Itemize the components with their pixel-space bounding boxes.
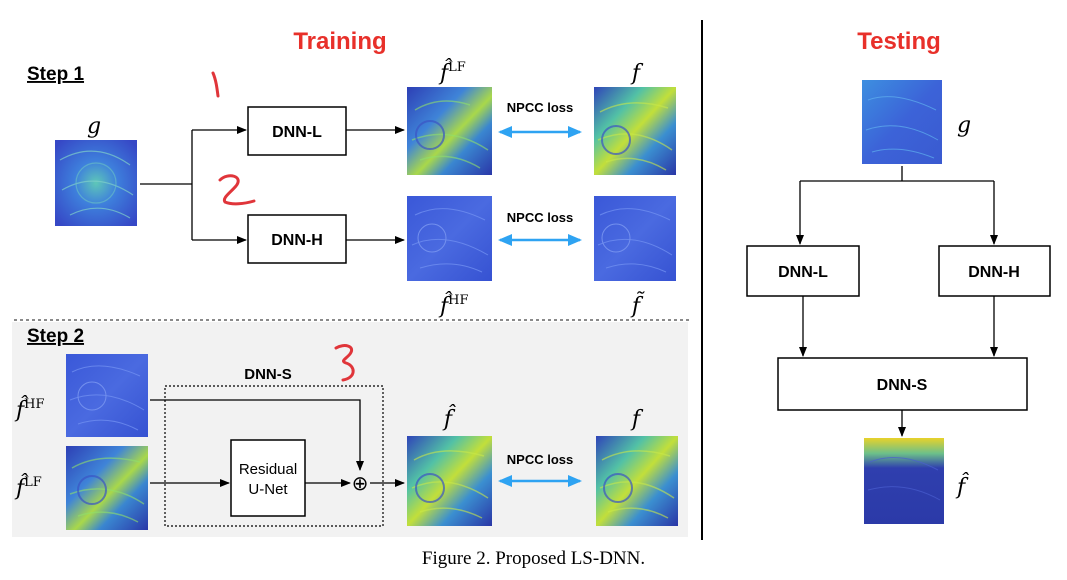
testing-dnn-h-label: DNN-H: [968, 264, 1020, 281]
testing-output-image: [864, 438, 944, 524]
f-hat-output-image: [407, 436, 492, 526]
testing-dnn-l-label: DNN-L: [778, 264, 828, 281]
npcc-loss-label-1: NPCC loss: [507, 100, 573, 115]
testing-title: Testing: [857, 28, 941, 55]
f-label-top: f: [630, 61, 644, 86]
dnn-l-box: [247, 106, 347, 156]
annotation-1-mark: [211, 71, 220, 98]
annotation-3-mark: [334, 344, 355, 382]
dnn-h-label: DNN-H: [271, 232, 323, 249]
testing-dnn-l-box: [746, 245, 860, 297]
f-hat-lf-label: f̂LF: [438, 59, 466, 86]
training-title: Training: [293, 28, 386, 55]
f-hat-lf-image: [407, 87, 492, 175]
dnn-s-dashed-box: [164, 385, 384, 527]
residual-unet-box: [230, 439, 306, 517]
dnn-l-label: DNN-L: [272, 124, 322, 141]
annotation-2-mark: [218, 174, 256, 206]
sum-symbol: ⊕: [352, 471, 369, 495]
testing-g-label: g: [957, 113, 971, 138]
step2-input-lf-image: [66, 446, 148, 530]
step2-input-hf-image: [66, 354, 148, 437]
f-image-top: [594, 87, 676, 175]
testing-output-label: f̂: [955, 473, 970, 500]
dnn-h-box: [247, 214, 347, 264]
f-hat-hf-image: [407, 196, 492, 281]
npcc-loss-label-3: NPCC loss: [507, 452, 573, 467]
dnn-s-training-label: DNN-S: [244, 366, 292, 383]
f-output-image: [596, 436, 678, 526]
unet-label: U-Net: [248, 481, 288, 498]
npcc-loss-label-2: NPCC loss: [507, 210, 573, 225]
figure-caption: Figure 2. Proposed LS-DNN.: [421, 548, 646, 569]
step1-label: Step 1: [27, 64, 84, 85]
f-tilde-label: f̃: [630, 292, 646, 319]
input-image-g: [55, 140, 137, 226]
step2-label: Step 2: [27, 326, 84, 347]
testing-dnn-s-label: DNN-S: [877, 377, 928, 394]
input-g-label: g: [87, 114, 101, 139]
ls-dnn-diagram: Training Testing Step 1 Step 2 g DNN-L D…: [12, 20, 1051, 540]
arrow-hf-to-sum: [150, 399, 364, 471]
testing-input-image: [862, 80, 942, 164]
f-tilde-image: [594, 196, 676, 281]
testing-dnn-s-box: [777, 357, 1028, 411]
f-hat-hf-label: f̂HF: [438, 292, 469, 319]
residual-label: Residual: [239, 461, 297, 478]
